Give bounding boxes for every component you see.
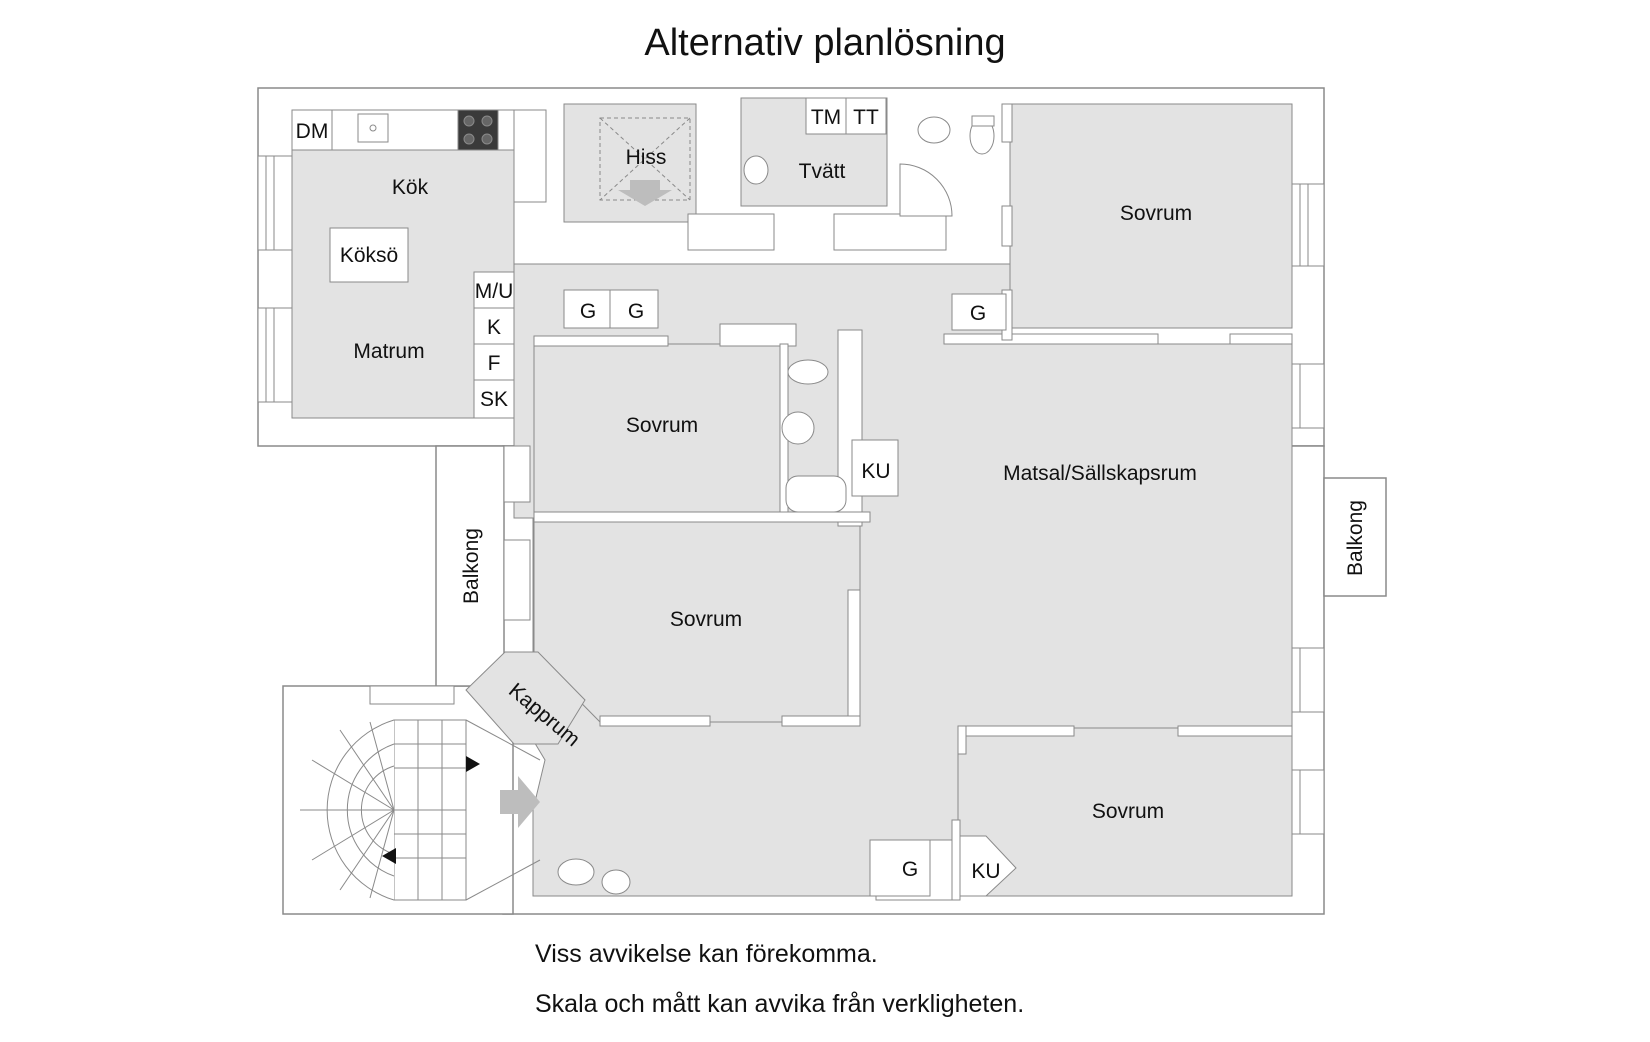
elevator-floor xyxy=(563,103,697,223)
room-label-kokso: Köksö xyxy=(340,244,398,267)
bathroom-fixtures xyxy=(557,115,995,895)
sink-icon xyxy=(357,113,389,143)
room-labels: DM Kök Köksö Matrum M/U K F SK Hiss TM T… xyxy=(296,106,1367,883)
tm-box xyxy=(805,97,847,135)
sink-icon xyxy=(781,411,815,445)
appliance-column xyxy=(473,271,515,419)
closet-ku1 xyxy=(851,439,899,497)
tt-box xyxy=(845,97,887,135)
sink-icon xyxy=(917,116,951,144)
entrance-arrow-icon xyxy=(500,776,540,828)
wardrobe-g3 xyxy=(951,293,1007,331)
bedroom-middle-floor xyxy=(533,343,781,513)
room-label-sovrum-top-right: Sovrum xyxy=(1120,202,1192,225)
room-label-sovrum-lower: Sovrum xyxy=(670,608,742,631)
room-label-g4: G xyxy=(902,858,918,881)
room-label-hiss: Hiss xyxy=(626,146,667,169)
staircase xyxy=(300,719,541,901)
stair-arrow-icon xyxy=(382,848,396,864)
toilet-icon xyxy=(787,359,829,385)
room-label-dm: DM xyxy=(296,120,329,143)
bathtub-icon xyxy=(785,475,847,513)
room-label-balkong-left: Balkong xyxy=(460,528,483,604)
room-label-tvatt: Tvätt xyxy=(799,160,846,183)
interior-walls xyxy=(291,103,1293,901)
sink-icon xyxy=(601,869,631,895)
elevator-icon xyxy=(599,117,691,206)
shower-icon xyxy=(899,163,953,217)
wardrobe-g4 xyxy=(869,839,931,897)
wardrobe-g2 xyxy=(609,289,659,329)
room-label-matrum: Matrum xyxy=(353,340,424,363)
room-label-matsal: Matsal/Sällskapsrum xyxy=(1003,462,1197,485)
kitchen-fixtures xyxy=(291,97,1017,897)
room-label-g1: G xyxy=(580,300,596,323)
room-label-sovrum-mid: Sovrum xyxy=(626,414,698,437)
room-label-k: K xyxy=(487,316,501,339)
bedroom-top-right-floor xyxy=(1009,103,1293,329)
room-label-tt: TT xyxy=(853,106,879,129)
plan-title: Alternativ planlösning xyxy=(644,22,1006,64)
sink-icon xyxy=(743,155,769,185)
room-label-mu: M/U xyxy=(475,280,514,303)
stair-arrow-icon xyxy=(466,756,480,772)
room-label-sovrum-bottom-right: Sovrum xyxy=(1092,800,1164,823)
wardrobe-g1 xyxy=(563,289,611,329)
room-label-f: F xyxy=(488,352,501,375)
toilet-icon xyxy=(557,858,595,886)
disclaimer-line-2: Skala och mått kan avvika från verklighe… xyxy=(535,990,1025,1018)
cloakroom-floor xyxy=(465,651,586,745)
kitchen-island xyxy=(329,227,409,283)
room-label-kok: Kök xyxy=(392,176,429,199)
dm-box xyxy=(291,109,333,151)
room-label-ku1: KU xyxy=(861,460,890,483)
room-label-tm: TM xyxy=(811,106,841,129)
room-label-sk: SK xyxy=(480,388,508,411)
room-label-ku2: KU xyxy=(971,860,1000,883)
disclaimer-line-1: Viss avvikelse kan förekomma. xyxy=(535,940,878,968)
room-label-g3: G xyxy=(970,302,986,325)
stove-icon xyxy=(457,109,499,151)
room-label-balkong-right: Balkong xyxy=(1344,500,1367,576)
room-label-g2: G xyxy=(628,300,644,323)
balcony-right xyxy=(1323,477,1387,597)
windows xyxy=(257,155,1325,835)
closet-ku2 xyxy=(959,835,1017,897)
